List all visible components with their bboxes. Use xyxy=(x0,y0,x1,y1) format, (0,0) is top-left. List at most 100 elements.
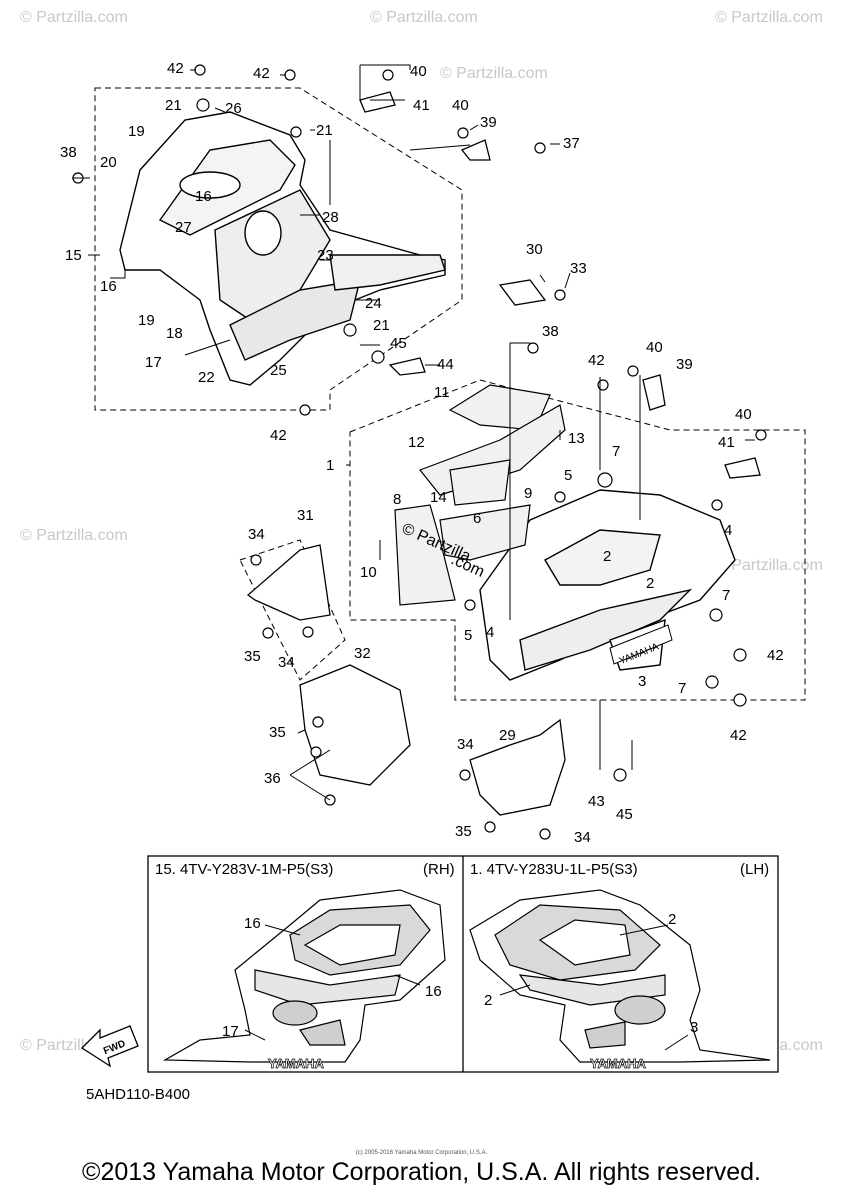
watermark: © Partzilla.com xyxy=(440,65,548,82)
watermark: © Partzilla.com xyxy=(370,9,478,26)
callout: 27 xyxy=(175,219,192,236)
callout: 9 xyxy=(524,485,532,502)
callout: 25 xyxy=(270,362,287,379)
inner-panels xyxy=(394,384,566,606)
fairing-rh-part xyxy=(119,111,446,386)
callout: 35 xyxy=(269,724,286,741)
callout: 42 xyxy=(167,60,184,77)
assembly-outline-15 xyxy=(94,87,463,411)
callout: 4 xyxy=(486,624,494,641)
watermark: © Partzilla.com xyxy=(715,9,823,26)
lh-inset-title: 1. 4TV-Y283U-1L-P5(S3) xyxy=(470,861,638,878)
callout: 1 xyxy=(326,457,334,474)
callout: 40 xyxy=(735,406,752,423)
watermark: © Partzilla.com xyxy=(20,527,128,544)
lh-decal-text: YAMAHA xyxy=(590,1056,646,1071)
callout: 7 xyxy=(612,443,620,460)
callout: 7 xyxy=(722,587,730,604)
rh-inset-title: 15. 4TV-Y283V-1M-P5(S3) xyxy=(155,861,333,878)
callout: 2 xyxy=(603,548,611,565)
assembly-outline-31-32 xyxy=(239,539,346,681)
callout: 39 xyxy=(676,356,693,373)
callout: 42 xyxy=(730,727,747,744)
callout: 5 xyxy=(564,467,572,484)
inset-callout: 2 xyxy=(668,911,676,928)
callout: 35 xyxy=(455,823,472,840)
callout: 31 xyxy=(297,507,314,524)
callout: 16 xyxy=(100,278,117,295)
callout: 21 xyxy=(373,317,390,334)
callout: 18 xyxy=(166,325,183,342)
callout: 6 xyxy=(473,510,481,527)
callout: 28 xyxy=(322,209,339,226)
callout: 8 xyxy=(393,491,401,508)
callout: 12 xyxy=(408,434,425,451)
diagram-code: 5AHD110-B400 xyxy=(86,1086,190,1103)
callout: 44 xyxy=(437,356,454,373)
callout: 22 xyxy=(198,369,215,386)
callout: 16 xyxy=(195,188,212,205)
watermark: © Partzilla.com xyxy=(715,557,823,574)
callout: 34 xyxy=(457,736,474,753)
callout: 19 xyxy=(138,312,155,329)
color-inset: 15. 4TV-Y283V-1M-P5(S3) (RH) 1. 4TV-Y283… xyxy=(147,855,779,1073)
callout: 40 xyxy=(452,97,469,114)
lh-inset-side: (LH) xyxy=(740,861,769,878)
callout: 39 xyxy=(480,114,497,131)
callout: 41 xyxy=(718,434,735,451)
inset-callout: 2 xyxy=(484,992,492,1009)
brackets xyxy=(359,91,761,479)
inset-callout: 17 xyxy=(222,1023,239,1040)
callout: 3 xyxy=(638,673,646,690)
callout: 41 xyxy=(413,97,430,114)
callout: 21 xyxy=(316,122,333,139)
callout: 34 xyxy=(248,526,265,543)
callout: 26 xyxy=(225,100,242,117)
callout: 42 xyxy=(253,65,270,82)
callout: 43 xyxy=(588,793,605,810)
callout: 2 xyxy=(646,575,654,592)
copyright-notice: ©2013 Yamaha Motor Corporation, U.S.A. A… xyxy=(82,1158,761,1186)
callout: 24 xyxy=(365,295,382,312)
leader-lines xyxy=(72,64,755,801)
callout: 45 xyxy=(390,335,407,352)
callout: 10 xyxy=(360,564,377,581)
callout: 4 xyxy=(724,522,732,539)
callout: 34 xyxy=(278,654,295,671)
callout: 5 xyxy=(464,627,472,644)
callout: 36 xyxy=(264,770,281,787)
watermark: © Partzilla.com xyxy=(20,9,128,26)
callout: 40 xyxy=(646,339,663,356)
lh-fairing-drawing: YAMAHA xyxy=(469,889,771,1071)
callout: 42 xyxy=(588,352,605,369)
callout: 30 xyxy=(526,241,543,258)
callout: 38 xyxy=(542,323,559,340)
callout: 15 xyxy=(65,247,82,264)
callout: 40 xyxy=(410,63,427,80)
fine-print: (c) 2005-2016 Yamaha Motor Corporation, … xyxy=(355,1150,488,1156)
callout: 45 xyxy=(616,806,633,823)
callout: 11 xyxy=(434,384,450,401)
callout: 29 xyxy=(499,727,516,744)
callout: 32 xyxy=(354,645,371,662)
callout: 42 xyxy=(270,427,287,444)
callout: 13 xyxy=(568,430,585,447)
callout: 19 xyxy=(128,123,145,140)
forward-arrow: FWD xyxy=(80,1025,139,1068)
callout: 20 xyxy=(100,154,117,171)
inset-leaders xyxy=(244,924,689,1051)
side-covers xyxy=(246,544,566,816)
callout: 38 xyxy=(60,144,77,161)
callout: 33 xyxy=(570,260,587,277)
callout: 34 xyxy=(574,829,591,846)
inset-callout: 3 xyxy=(690,1019,698,1036)
callout: 42 xyxy=(767,647,784,664)
inset-callout: 16 xyxy=(425,983,442,1000)
callout: 7 xyxy=(678,680,686,697)
callout: 17 xyxy=(145,354,162,371)
rh-decal-text: YAMAHA xyxy=(268,1056,324,1071)
callout: 37 xyxy=(563,135,580,152)
callout: 23 xyxy=(317,247,334,264)
callout: 35 xyxy=(244,648,261,665)
